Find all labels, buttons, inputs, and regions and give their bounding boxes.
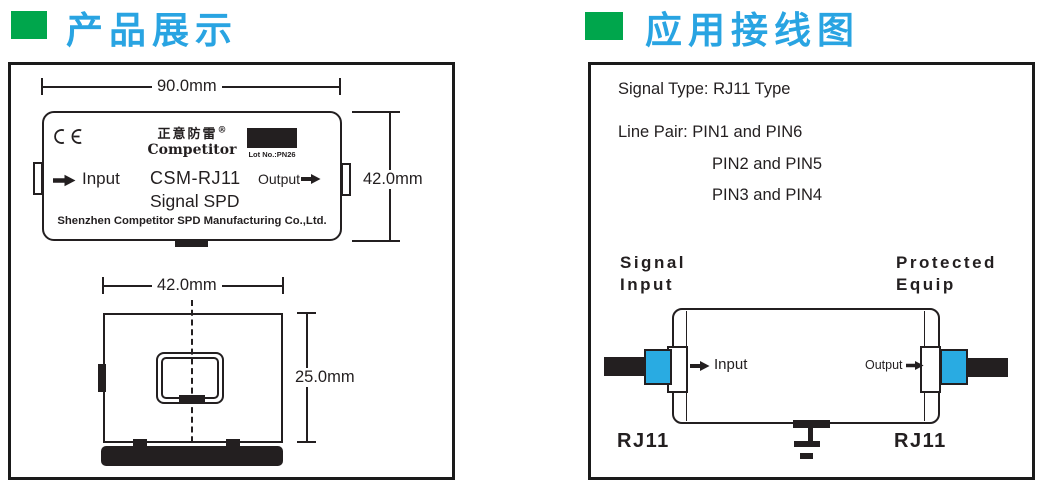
output-label: Output xyxy=(258,171,301,187)
ground-stem xyxy=(808,428,813,443)
base-bar xyxy=(101,446,283,466)
signal-type-label: Signal Type: RJ11 Type xyxy=(618,80,791,98)
side-view-edge-tab xyxy=(98,364,106,392)
rj11-label-right: RJ11 xyxy=(894,430,947,452)
protected-equip-line2: Equip xyxy=(896,275,956,294)
dim-42h-tick-bottom xyxy=(352,240,400,242)
ground-bar-mid xyxy=(794,441,820,447)
ground-icon xyxy=(793,420,830,428)
arrow-right-icon xyxy=(301,174,321,184)
ground-bar-small xyxy=(800,453,813,459)
output-cable xyxy=(966,358,1008,377)
output-rj11-connector xyxy=(940,349,968,385)
signal-input-label: Signal Input xyxy=(620,252,686,296)
input-rj11-connector xyxy=(644,349,672,385)
base-foot-right xyxy=(226,439,240,447)
company-label: Shenzhen Competitor SPD Manufacturing Co… xyxy=(57,215,327,227)
registered-mark: ® xyxy=(217,125,227,136)
line-pair-label-2: PIN2 and PIN5 xyxy=(712,155,823,173)
line-pair-label-1: Line Pair: PIN1 and PIN6 xyxy=(618,123,803,141)
brand-block: 正意防雷® Competitor xyxy=(44,123,340,158)
section-title-product: 产品展示 xyxy=(66,8,238,52)
device-output-label: Output xyxy=(865,358,903,372)
device-input-label: Input xyxy=(714,356,748,373)
signal-input-line2: Input xyxy=(620,275,675,294)
rj11-label-left: RJ11 xyxy=(617,430,670,452)
protected-equip-line1: Protected xyxy=(896,253,997,272)
input-label: Input xyxy=(82,169,120,188)
input-cable xyxy=(604,357,646,376)
rj11-port-inner xyxy=(161,357,219,399)
brand-name-en: Competitor xyxy=(147,142,237,158)
dim-42w-label: 42.0mm xyxy=(152,276,222,295)
device-type-label: Signal SPD xyxy=(150,191,240,211)
dim-25-label: 25.0mm xyxy=(290,368,360,387)
model-label: CSM-RJ11 xyxy=(150,168,241,188)
signal-input-line1: Signal xyxy=(620,253,687,272)
bottom-tab xyxy=(175,239,208,247)
line-pair-label-3: PIN3 and PIN4 xyxy=(712,186,823,204)
dim-90-label: 90.0mm xyxy=(152,77,222,96)
center-dashed-line xyxy=(191,300,193,452)
section-title-wiring: 应用接线图 xyxy=(645,8,860,52)
section-bullet-product xyxy=(11,11,47,39)
lot-no-label: Lot No.:PN26 xyxy=(248,150,296,159)
ce-mark-icon xyxy=(54,129,82,144)
device-top-view: 正意防雷® Competitor Lot No.:PN26 Input CSM-… xyxy=(33,111,351,247)
dim-42h-tick-top xyxy=(352,111,400,113)
right-side-tab xyxy=(341,163,351,196)
dim-42h-label: 42.0mm xyxy=(358,170,428,189)
arrow-right-icon xyxy=(906,361,924,370)
left-side-tab xyxy=(33,162,43,195)
arrow-right-icon xyxy=(690,361,710,371)
rj11-port-latch xyxy=(179,395,205,404)
lot-barcode-block xyxy=(247,128,297,148)
base-foot-left xyxy=(133,439,147,447)
dim-90-tick-right xyxy=(339,78,341,95)
section-bullet-wiring xyxy=(585,12,623,40)
dim-42w-tick-right xyxy=(282,277,284,294)
arrow-right-icon xyxy=(53,174,76,187)
dim-25-tick-bottom xyxy=(297,441,316,443)
brand-name-cn: 正意防雷® xyxy=(157,125,227,142)
protected-equip-label: Protected Equip xyxy=(896,252,997,296)
